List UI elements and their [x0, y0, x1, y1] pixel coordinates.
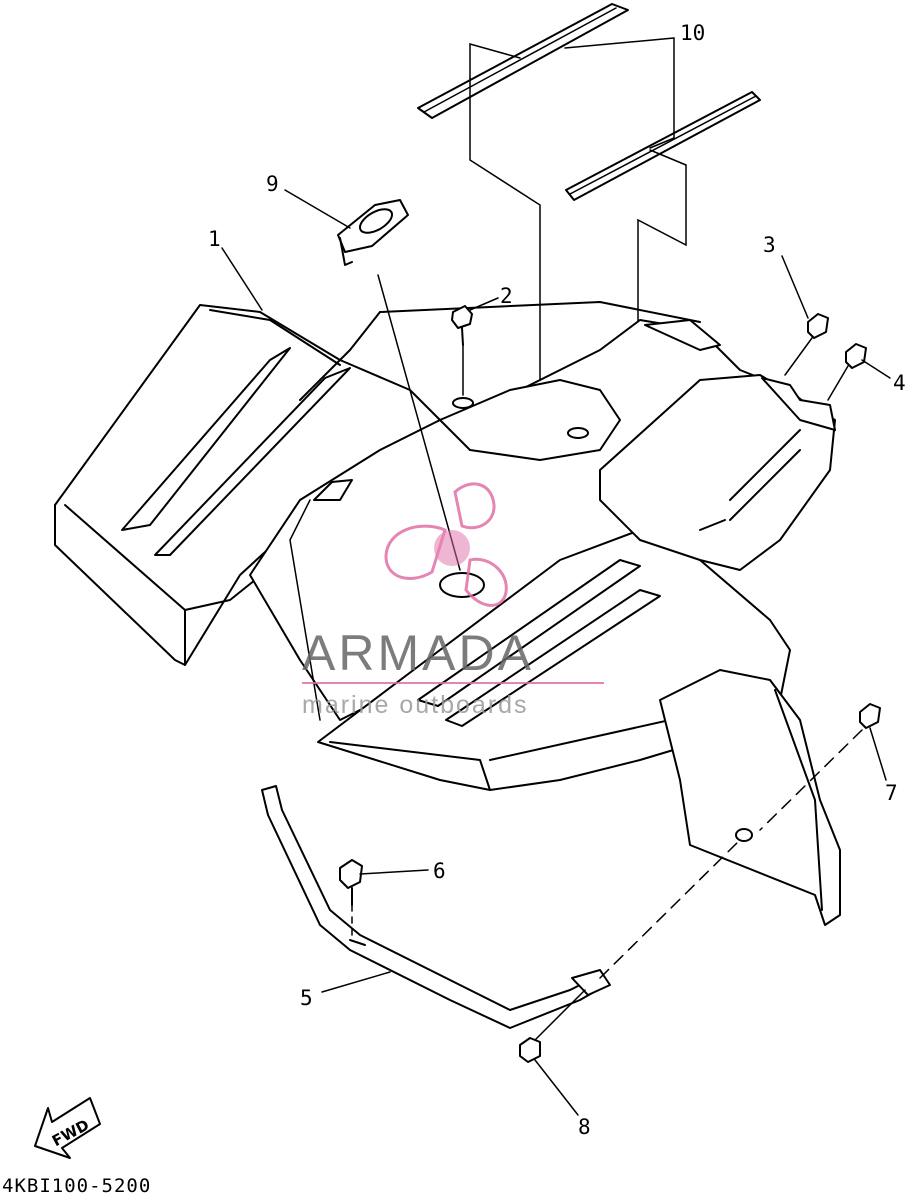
callout-9: 9 [266, 172, 279, 196]
screw-part-2 [451, 305, 473, 396]
leader-lines [221, 37, 891, 1116]
callout-4: 4 [893, 371, 906, 395]
callout-1: 1 [208, 227, 221, 251]
callout-2: 2 [500, 284, 513, 308]
watermark-logo-icon [384, 482, 508, 607]
callout-3: 3 [763, 233, 776, 257]
callout-10: 10 [680, 21, 705, 45]
callout-labels: 1 2 3 4 5 6 7 8 9 10 [208, 21, 906, 1139]
fwd-arrow: FWD [34, 1097, 101, 1159]
callout-8: 8 [578, 1115, 591, 1139]
bolt-part-7 [759, 703, 881, 831]
watermark-brand: ARMADA [302, 625, 534, 681]
trim-strip-lower [565, 91, 761, 201]
grommet-cap [337, 199, 461, 571]
watermark: ARMADA marine outboards [302, 482, 604, 719]
callout-6: 6 [433, 859, 446, 883]
nut-part-8 [519, 989, 586, 1063]
callout-7: 7 [885, 781, 898, 805]
stay-bracket [261, 785, 741, 1029]
diagram-code: 4KBI100-5200 [2, 1175, 151, 1195]
watermark-tagline: marine outboards [302, 691, 529, 719]
callout-5: 5 [300, 986, 313, 1010]
bolt-part-4 [827, 343, 867, 401]
rear-fender [54, 301, 841, 926]
bolt-part-3 [784, 313, 829, 376]
trim-strip-upper [417, 3, 629, 119]
bolt-part-6 [339, 859, 363, 936]
